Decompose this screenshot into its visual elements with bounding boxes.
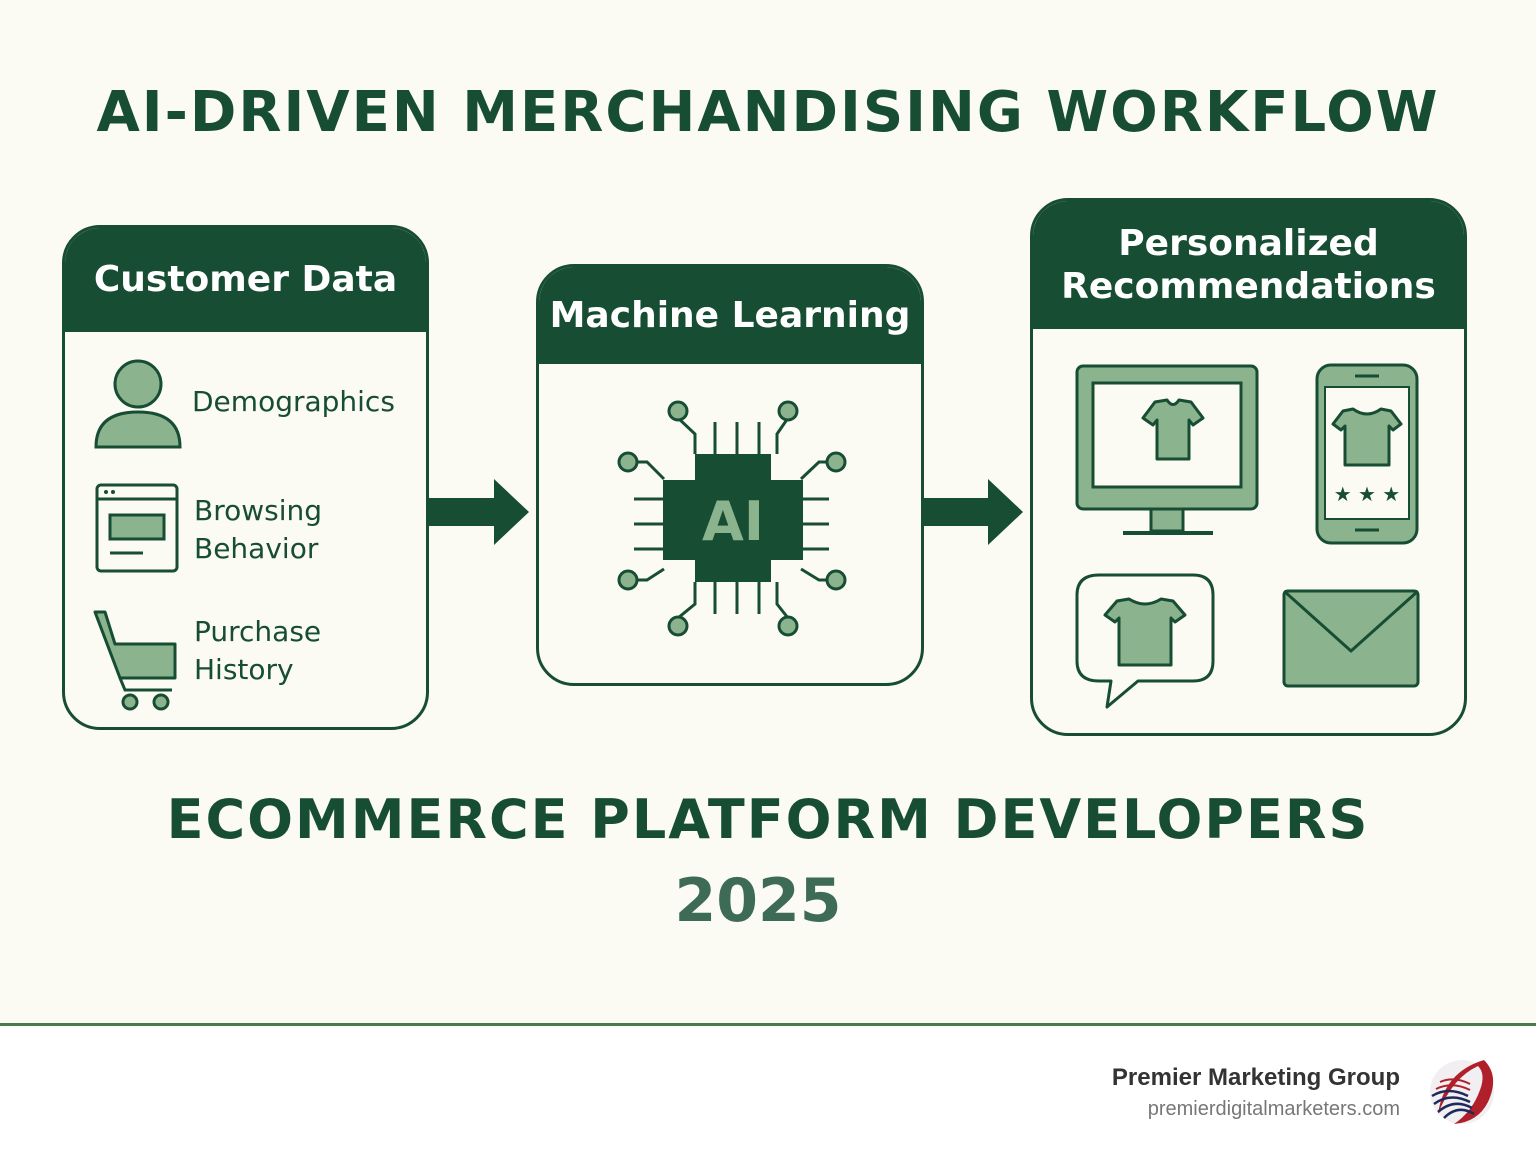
svg-text:★ ★ ★: ★ ★ ★ [1334,482,1401,506]
diagram-title: AI-DRIVEN MERCHANDISING WORKFLOW [96,80,1440,145]
ai-chip-icon: AI [617,400,847,637]
customer-data-icons [93,359,182,711]
footer-divider [0,1023,1536,1026]
recommendations-title-line2: Recommendations [1061,266,1436,307]
purchase-history-label: Purchase History [194,615,322,686]
customer-data-header: Customer Data [65,228,426,332]
email-envelope-icon [1282,589,1420,688]
machine-learning-card: Machine Learning [536,264,924,686]
person-icon [94,359,182,449]
footer: Premier Marketing Group premierdigitalma… [0,1026,1536,1154]
brand-logo-icon [1430,1060,1494,1124]
customer-data-title: Customer Data [93,259,398,301]
browser-window-icon [95,483,179,573]
year: 2025 [674,866,842,936]
recommendations-card: Personalized Recommendations ★ ★ ★ [1030,198,1467,736]
brand-name: Premier Marketing Group [1111,1064,1400,1091]
recommendations-title-line1: Personalized [1118,222,1379,264]
chat-bubble-tshirt-icon [1075,573,1215,709]
arrow-right-icon [428,479,529,545]
recommendation-channels: ★ ★ ★ [1075,363,1420,709]
demographics-label: Demographics [192,385,395,418]
shopping-cart-icon [93,610,177,711]
machine-learning-header: Machine Learning [539,267,921,364]
recommendations-header: Personalized Recommendations [1033,201,1464,329]
machine-learning-title: Machine Learning [549,294,911,336]
desktop-monitor-tshirt-icon [1075,364,1259,535]
ai-chip-label: AI [702,490,764,553]
browsing-behavior-label: Browsing Behavior [194,494,323,565]
brand-url: premierdigitalmarketers.com [1147,1098,1400,1120]
customer-data-card: Customer Data Demographics Browsing Beha… [62,225,429,730]
smartphone-tshirt-rating-icon: ★ ★ ★ [1315,363,1419,545]
arrow-right-icon [922,479,1023,545]
subtitle: ECOMMERCE PLATFORM DEVELOPERS [166,788,1370,851]
